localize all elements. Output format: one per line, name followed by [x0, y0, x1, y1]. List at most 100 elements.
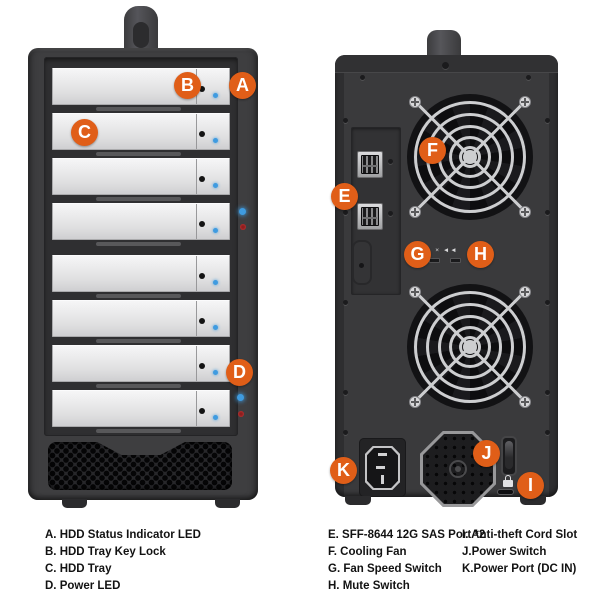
callout-power-port: K — [330, 457, 357, 484]
hdd-status-indicator-led — [213, 138, 218, 143]
sas-port — [357, 151, 383, 178]
legend-item: I. Anti-theft Cord Slot — [462, 529, 578, 541]
hdd-status-indicator-led — [213, 370, 218, 375]
hdd-tray[interactable] — [52, 158, 230, 201]
hdd-status-indicator-led — [213, 183, 218, 188]
fan-screw — [519, 206, 531, 218]
foot — [345, 496, 371, 505]
hdd-tray[interactable] — [52, 255, 230, 298]
screw — [343, 210, 348, 215]
hdd-tray-key-lock[interactable] — [199, 221, 205, 227]
screw — [343, 300, 348, 305]
lock-icon — [503, 475, 513, 487]
legend-item: A. HDD Status Indicator LED — [45, 529, 201, 541]
vent-grille — [48, 442, 232, 490]
hdd-tray-key-lock[interactable] — [199, 363, 205, 369]
hdd-tray-key-lock[interactable] — [199, 408, 205, 414]
legend-item: E. SFF-8644 12G SAS Port *2 — [328, 529, 486, 541]
tray-indicator-section — [196, 256, 229, 291]
screw-hole — [359, 263, 364, 268]
carry-handle-hole — [133, 22, 149, 48]
screw — [545, 210, 550, 215]
fan-screw — [519, 286, 531, 298]
power-switch-rocker[interactable] — [505, 441, 513, 469]
cooling-fan — [405, 282, 535, 412]
callout-sas-ports: E — [331, 183, 358, 210]
vent-grille-notch — [97, 442, 185, 455]
hdd-tray-key-lock[interactable] — [199, 273, 205, 279]
legend-item: C. HDD Tray — [45, 563, 112, 575]
legend-column-rear-2: I. Anti-theft Cord Slot J.Power Switch K… — [462, 527, 577, 578]
alarm-led-red — [238, 411, 244, 417]
hdd-tray[interactable] — [52, 300, 230, 343]
callout-tray-key-lock: B — [174, 72, 201, 99]
callout-cooling-fan: F — [419, 137, 446, 164]
legend-item: H. Mute Switch — [328, 580, 410, 592]
screw — [343, 390, 348, 395]
tray-indicator-section — [196, 301, 229, 336]
power-led-blue — [237, 394, 244, 401]
screw — [343, 430, 348, 435]
foot — [215, 499, 240, 508]
screw — [360, 75, 365, 80]
hdd-tray-key-lock[interactable] — [199, 86, 205, 92]
hdd-tray-key-lock[interactable] — [199, 131, 205, 137]
power-switch[interactable] — [501, 436, 517, 476]
fan-screw — [519, 96, 531, 108]
mute-switch[interactable] — [450, 258, 461, 263]
tray-indicator-section — [196, 204, 229, 239]
hdd-tray[interactable] — [52, 345, 230, 388]
callout-hdd-tray: C — [71, 119, 98, 146]
legend-column-front: A. HDD Status Indicator LED B. HDD Tray … — [45, 527, 201, 595]
hdd-status-indicator-led — [213, 93, 218, 98]
screw — [388, 159, 393, 164]
screw — [343, 118, 348, 123]
tray-indicator-section — [196, 159, 229, 194]
power-led-blue — [239, 208, 246, 215]
fan-speed-switch[interactable] — [429, 258, 440, 263]
hdd-tray[interactable] — [52, 390, 230, 433]
callout-fan-speed-switch: G — [404, 241, 431, 268]
foot — [520, 496, 546, 505]
fan-screw — [409, 286, 421, 298]
hdd-tray[interactable] — [52, 68, 230, 111]
hdd-tray-key-lock[interactable] — [199, 318, 205, 324]
callout-power-led: D — [226, 359, 253, 386]
legend-item: K.Power Port (DC IN) — [462, 563, 577, 575]
power-port-dc-in[interactable] — [365, 446, 400, 490]
callout-power-switch: J — [473, 440, 500, 467]
alarm-led-red — [240, 224, 246, 230]
sas-port — [357, 203, 383, 230]
tray-indicator-section — [196, 114, 229, 149]
switch-icons: ▲ × ◄◄ — [425, 247, 458, 254]
legend-column-rear-1: E. SFF-8644 12G SAS Port *2 F. Cooling F… — [328, 527, 485, 595]
dsub-cutout — [352, 240, 372, 285]
legend-item: G. Fan Speed Switch — [328, 563, 442, 575]
fan-screw — [409, 96, 421, 108]
anti-theft-cord-slot — [497, 489, 514, 495]
screw — [545, 390, 550, 395]
callout-anti-theft-slot: I — [517, 472, 544, 499]
legend-item: F. Cooling Fan — [328, 546, 407, 558]
screw — [442, 62, 449, 69]
hdd-status-indicator-led — [213, 228, 218, 233]
screw — [545, 300, 550, 305]
foot — [62, 499, 87, 508]
fan-screw — [519, 396, 531, 408]
hdd-status-indicator-led — [213, 415, 218, 420]
hdd-status-indicator-led — [213, 280, 218, 285]
callout-mute-switch: H — [467, 241, 494, 268]
callout-hdd-status-led: A — [229, 72, 256, 99]
screw — [545, 430, 550, 435]
screw — [526, 75, 531, 80]
hdd-tray-key-lock[interactable] — [199, 176, 205, 182]
hdd-tray[interactable] — [52, 203, 230, 246]
legend-item: B. HDD Tray Key Lock — [45, 546, 166, 558]
fan-screw — [409, 396, 421, 408]
hdd-status-indicator-led — [213, 325, 218, 330]
legend-item: D. Power LED — [45, 580, 121, 592]
tray-indicator-section — [196, 346, 229, 381]
tray-indicator-section — [196, 391, 229, 426]
legend-item: J.Power Switch — [462, 546, 547, 558]
